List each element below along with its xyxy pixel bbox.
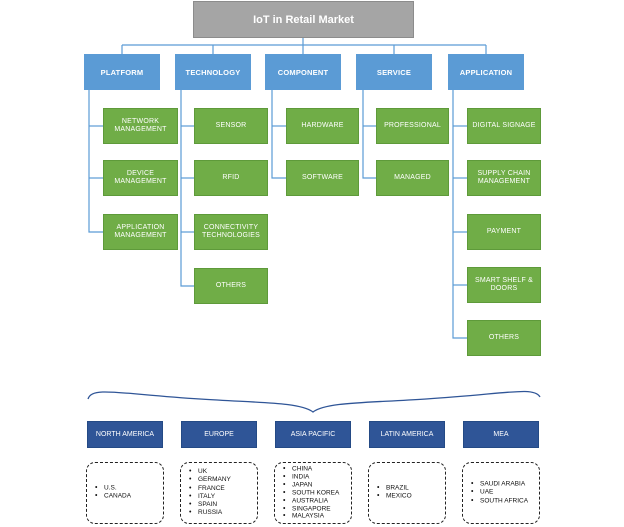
country-list-north-america: U.S. CANADA bbox=[86, 462, 164, 524]
application-item: OTHERS bbox=[467, 320, 541, 356]
country-item: MALAYSIA bbox=[275, 513, 351, 521]
category-platform: PLATFORM bbox=[84, 54, 160, 90]
application-item: SUPPLY CHAIN MANAGEMENT bbox=[467, 160, 541, 196]
country-item: SAUDI ARABIA bbox=[463, 481, 539, 490]
country-item: CHINA bbox=[275, 465, 351, 473]
country-item: SPAIN bbox=[181, 501, 257, 510]
platform-item: DEVICE MANAGEMENT bbox=[103, 160, 178, 196]
country-item: RUSSIA bbox=[181, 510, 257, 519]
diagram-title: IoT in Retail Market bbox=[193, 1, 414, 38]
category-application: APPLICATION bbox=[448, 54, 524, 90]
country-list-latin-america: BRAZIL MEXICO bbox=[368, 462, 446, 524]
component-item: HARDWARE bbox=[286, 108, 359, 144]
country-item: INDIA bbox=[275, 473, 351, 481]
technology-item: OTHERS bbox=[194, 268, 268, 304]
country-item: U.S. bbox=[87, 485, 163, 494]
region-north-america: NORTH AMERICA bbox=[87, 421, 163, 448]
connector-application-trunk bbox=[452, 90, 467, 339]
country-item: BRAZIL bbox=[369, 485, 445, 494]
connector-technology-trunk bbox=[180, 90, 194, 287]
technology-item: SENSOR bbox=[194, 108, 268, 144]
category-component: COMPONENT bbox=[265, 54, 341, 90]
technology-item: RFID bbox=[194, 160, 268, 196]
country-item: AUSTRALIA bbox=[275, 497, 351, 505]
service-item: PROFESSIONAL bbox=[376, 108, 449, 144]
technology-item: CONNECTIVITY TECHNOLOGIES bbox=[194, 214, 268, 250]
country-item: FRANCE bbox=[181, 485, 257, 494]
country-item: JAPAN bbox=[275, 481, 351, 489]
region-brace bbox=[87, 390, 541, 413]
connector-service-trunk bbox=[362, 90, 376, 179]
country-list-mea: SAUDI ARABIA UAE SOUTH AFRICA bbox=[462, 462, 540, 524]
connector-platform-trunk bbox=[88, 90, 103, 233]
country-item: SOUTH AFRICA bbox=[463, 497, 539, 506]
country-item: MEXICO bbox=[369, 493, 445, 502]
application-item: PAYMENT bbox=[467, 214, 541, 250]
country-item: CANADA bbox=[87, 493, 163, 502]
category-service: SERVICE bbox=[356, 54, 432, 90]
component-item: SOFTWARE bbox=[286, 160, 359, 196]
country-item: SOUTH KOREA bbox=[275, 489, 351, 497]
region-latin-america: LATIN AMERICA bbox=[369, 421, 445, 448]
country-item: GERMANY bbox=[181, 476, 257, 485]
country-list-asia-pacific: CHINA INDIA JAPAN SOUTH KOREA AUSTRALIA … bbox=[274, 462, 352, 524]
application-item: SMART SHELF & DOORS bbox=[467, 267, 541, 303]
country-list-europe: UK GERMANY FRANCE ITALY SPAIN RUSSIA bbox=[180, 462, 258, 524]
region-europe: EUROPE bbox=[181, 421, 257, 448]
country-item: ITALY bbox=[181, 493, 257, 502]
platform-item: APPLICATION MANAGEMENT bbox=[103, 214, 178, 250]
country-item: SINGAPORE bbox=[275, 505, 351, 513]
application-item: DIGITAL SIGNAGE bbox=[467, 108, 541, 144]
connector-component-trunk bbox=[271, 90, 286, 179]
region-mea: MEA bbox=[463, 421, 539, 448]
country-item: UAE bbox=[463, 489, 539, 498]
country-item: UK bbox=[181, 468, 257, 477]
region-asia-pacific: ASIA PACIFIC bbox=[275, 421, 351, 448]
service-item: MANAGED bbox=[376, 160, 449, 196]
category-technology: TECHNOLOGY bbox=[175, 54, 251, 90]
platform-item: NETWORK MANAGEMENT bbox=[103, 108, 178, 144]
